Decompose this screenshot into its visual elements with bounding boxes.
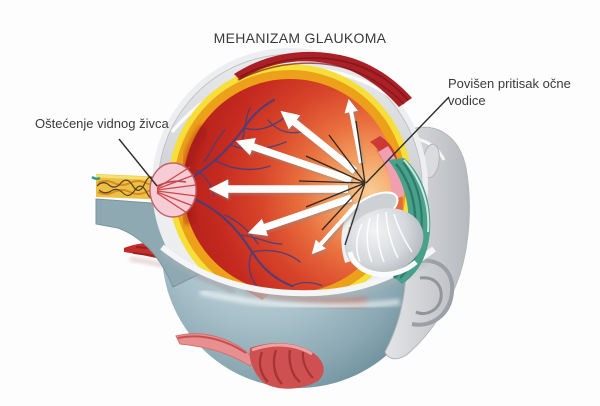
pointer-line-left	[118, 138, 158, 187]
optic-disc	[149, 162, 197, 218]
anterior-segment	[341, 136, 431, 284]
label-increased-pressure: Povišen pritisak očne vodice	[448, 76, 571, 108]
nerve-tip-teal-mark	[91, 176, 101, 180]
pressure-burst-lines	[298, 120, 366, 246]
pressure-arrow-down-left	[247, 194, 353, 236]
pressure-arrows	[208, 98, 363, 255]
inferior-oblique-muscle	[249, 343, 324, 389]
pressure-arrow-down	[311, 203, 358, 255]
ciliary-pink-band	[378, 146, 404, 200]
pressure-arrow-left-up	[235, 138, 353, 184]
diagram-title: MEHANIZAM GLAUKOMA	[213, 30, 387, 46]
pressure-arrow-up-left	[280, 110, 358, 174]
superior-muscle	[234, 51, 412, 107]
pointer-line-right	[365, 96, 450, 184]
pressure-arrow-up	[344, 98, 363, 164]
label-optic-nerve-damage: Oštećenje vidnog živca	[35, 116, 169, 131]
retinal-vessels	[185, 98, 331, 291]
lens-fibers	[356, 211, 413, 263]
lens	[341, 208, 424, 277]
inferior-muscles	[175, 333, 324, 389]
